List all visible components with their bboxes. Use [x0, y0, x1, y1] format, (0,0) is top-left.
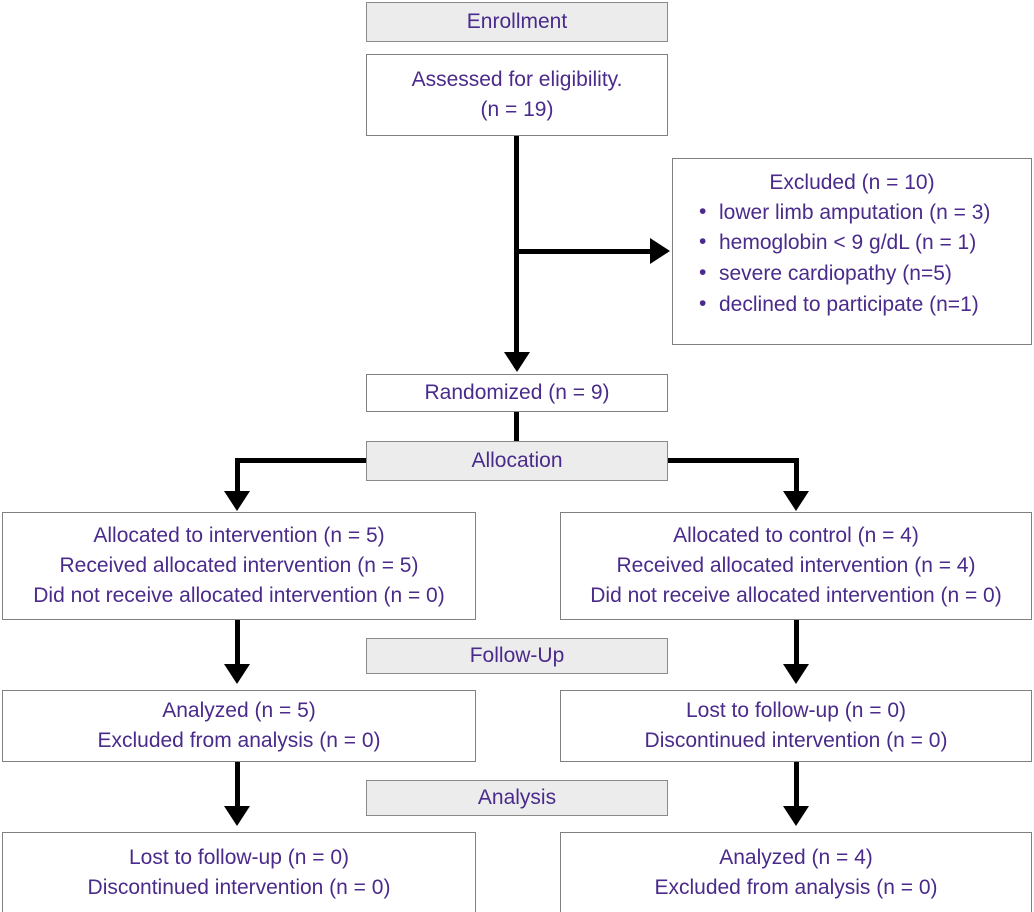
stage-header-enrollment-label: Enrollment	[466, 10, 568, 34]
stage-header-analysis: Analysis	[366, 780, 668, 816]
node-followup-right: Lost to follow-up (n = 0) Discontinued i…	[560, 690, 1032, 762]
analysis-left-line-1: Lost to follow-up (n = 0)	[128, 846, 350, 870]
arrowhead-allocation-left	[224, 491, 250, 511]
stage-header-allocation: Allocation	[366, 441, 668, 481]
connector-randomized-stem	[514, 412, 519, 463]
excluded-reason-item: severe cardiopathy (n=5)	[699, 258, 1031, 290]
arrowhead-followup-left	[224, 664, 250, 684]
node-excluded: Excluded (n = 10) lower limb amputation …	[672, 158, 1032, 345]
analysis-right-line-1: Analyzed (n = 4)	[719, 846, 873, 870]
node-followup-left: Analyzed (n = 5) Excluded from analysis …	[2, 690, 476, 762]
connector-allocation-to-followup-left	[235, 620, 240, 672]
node-allocation-intervention: Allocated to intervention (n = 5) Receiv…	[2, 512, 476, 620]
allocation-left-line-1: Allocated to intervention (n = 5)	[93, 524, 385, 548]
followup-left-line-1: Analyzed (n = 5)	[162, 699, 316, 723]
excluded-reason-item: declined to participate (n=1)	[699, 289, 1031, 321]
followup-right-line-1: Lost to follow-up (n = 0)	[685, 699, 907, 723]
node-assessed-for-eligibility: Assessed for eligibility. (n = 19)	[366, 54, 668, 136]
allocation-right-line-2: Received allocated intervention (n = 4)	[616, 554, 976, 578]
followup-right-line-2: Discontinued intervention (n = 0)	[644, 729, 948, 752]
arrowhead-followup-right	[783, 664, 809, 684]
allocation-right-line-3: Did not receive allocated intervention (…	[590, 583, 1002, 607]
assessed-line-1: Assessed for eligibility.	[411, 68, 623, 92]
connector-allocation-to-followup-right	[794, 620, 799, 672]
connector-assessed-to-excluded	[514, 249, 652, 254]
stage-header-allocation-label: Allocation	[471, 449, 563, 473]
allocation-right-line-1: Allocated to control (n = 4)	[673, 524, 919, 548]
allocation-left-line-2: Received allocated intervention (n = 5)	[59, 554, 419, 578]
randomized-label: Randomized (n = 9)	[424, 381, 610, 405]
node-analysis-left: Lost to follow-up (n = 0) Discontinued i…	[2, 832, 476, 912]
arrowhead-analysis-right	[783, 806, 809, 826]
connector-allocation-right-drop	[794, 458, 799, 498]
connector-followup-to-analysis-left	[235, 762, 240, 814]
arrowhead-allocation-right	[783, 491, 809, 511]
assessed-line-2: (n = 19)	[480, 98, 554, 121]
excluded-title: Excluded (n = 10)	[769, 171, 935, 194]
arrowhead-analysis-left	[224, 806, 250, 826]
stage-header-analysis-label: Analysis	[477, 786, 557, 810]
analysis-left-line-2: Discontinued intervention (n = 0)	[87, 876, 391, 899]
node-randomized: Randomized (n = 9)	[366, 374, 668, 412]
stage-header-enrollment: Enrollment	[366, 2, 668, 42]
excluded-reason-item: lower limb amputation (n = 3)	[699, 197, 1031, 229]
node-analysis-right: Analyzed (n = 4) Excluded from analysis …	[560, 832, 1032, 912]
node-allocation-control: Allocated to control (n = 4) Received al…	[560, 512, 1032, 620]
followup-left-line-2: Excluded from analysis (n = 0)	[97, 729, 381, 752]
allocation-left-line-3: Did not receive allocated intervention (…	[33, 583, 445, 607]
excluded-reason-list: lower limb amputation (n = 3) hemoglobin…	[673, 197, 1031, 321]
analysis-right-line-2: Excluded from analysis (n = 0)	[654, 876, 938, 899]
excluded-reason-item: hemoglobin < 9 g/dL (n = 1)	[699, 227, 1031, 259]
connector-allocation-left-drop	[235, 458, 240, 498]
stage-header-followup-label: Follow-Up	[469, 644, 565, 668]
stage-header-followup: Follow-Up	[366, 638, 668, 674]
connector-followup-to-analysis-right	[794, 762, 799, 814]
arrowhead-assessed-to-randomized	[504, 352, 530, 372]
arrowhead-assessed-to-excluded	[650, 238, 670, 264]
